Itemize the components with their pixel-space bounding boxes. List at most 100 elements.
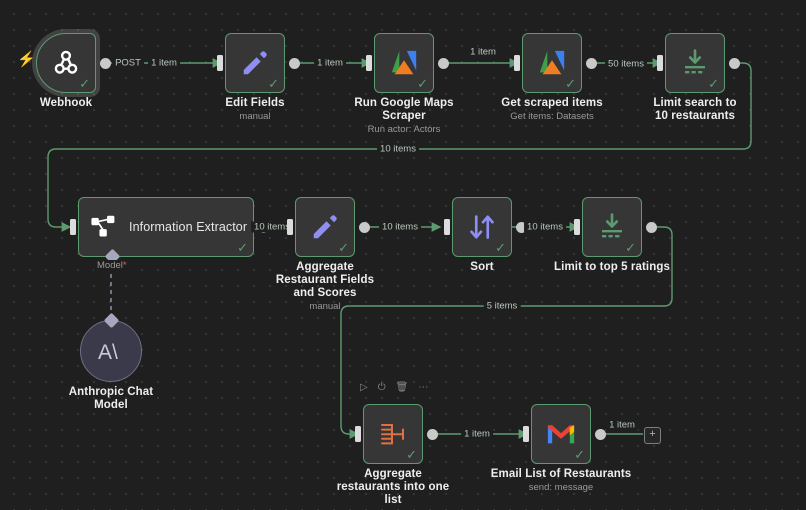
node-caption: Run Google Maps Scraper Run actor: Actor… xyxy=(349,97,459,136)
output-port[interactable] xyxy=(646,221,657,233)
node-limit-to-top-5-ratings-box[interactable]: ✓ xyxy=(574,197,657,257)
node-edit-fields[interactable]: ✓ Edit Fields manual xyxy=(217,33,300,122)
node-get-scraped-items[interactable]: ✓ Get scraped items Get items: Datasets xyxy=(501,33,603,122)
output-port[interactable] xyxy=(100,57,111,69)
output-port[interactable] xyxy=(359,221,370,233)
status-check-icon: ✓ xyxy=(708,76,719,91)
input-port[interactable] xyxy=(657,55,663,71)
output-port[interactable] xyxy=(438,57,449,69)
node-get-scraped-items-box[interactable]: ✓ xyxy=(514,33,597,93)
apify-icon xyxy=(388,48,420,78)
node-run-google-maps-scraper-box[interactable]: ✓ xyxy=(366,33,449,93)
status-check-icon: ✓ xyxy=(338,240,349,255)
connection-label-sort-limit5: 10 items xyxy=(524,221,566,233)
node-edit-fields-box[interactable]: ✓ xyxy=(217,33,300,93)
sub-output-port[interactable] xyxy=(103,312,119,329)
input-port[interactable] xyxy=(287,219,293,235)
node-limit-to-top-5-ratings[interactable]: ✓ Limit to top 5 ratings xyxy=(554,197,670,273)
node-subtitle: manual xyxy=(309,301,341,312)
input-port[interactable] xyxy=(444,219,450,235)
node-caption: Edit Fields manual xyxy=(225,97,284,123)
node-title: Limit search to 10 restaurants xyxy=(653,97,737,122)
node-email-list-of-restaurants-box[interactable]: ✓ xyxy=(523,404,606,464)
node-subtitle: send: message xyxy=(528,482,594,493)
node-sort[interactable]: ✓ Sort xyxy=(444,197,527,273)
node-title: Run Google Maps Scraper xyxy=(354,97,454,122)
status-check-icon: ✓ xyxy=(406,447,417,462)
node-anthropic-chat-model[interactable]: A\ Anthropic Chat Model xyxy=(69,312,153,411)
node-information-extractor[interactable]: Information Extractor ✓ xyxy=(70,197,269,265)
pencil-icon xyxy=(240,48,270,78)
node-run-google-maps-scraper[interactable]: ✓ Run Google Maps Scraper Run actor: Act… xyxy=(354,33,454,135)
input-port[interactable] xyxy=(217,55,223,71)
node-aggregate-restaurants-into-one-list[interactable]: ✓ Aggregate restaurants into one list xyxy=(337,404,449,506)
input-port[interactable] xyxy=(70,219,76,235)
more-options-button[interactable]: ⋯ xyxy=(418,382,429,393)
sub-connection-label: Model xyxy=(94,260,130,271)
pencil-icon xyxy=(310,212,340,242)
status-check-icon: ✓ xyxy=(268,76,279,91)
connection-label-edit-scraper: 1 item xyxy=(314,57,346,69)
status-check-icon: ✓ xyxy=(417,76,428,91)
connection-label-post: POST xyxy=(112,57,144,69)
node-title: Limit to top 5 ratings xyxy=(554,261,670,273)
status-check-icon: ✓ xyxy=(79,76,90,91)
connection-label-email-plus: 1 item xyxy=(606,419,638,431)
node-aggregate-restaurant-fields[interactable]: ✓ Aggregate Restaurant Fields and Scores… xyxy=(276,197,374,312)
node-caption: Aggregate restaurants into one list xyxy=(334,468,452,507)
status-check-icon: ✓ xyxy=(237,240,248,255)
output-port[interactable] xyxy=(427,428,438,440)
node-anthropic-chat-model-box[interactable]: A\ xyxy=(80,312,142,382)
sort-icon xyxy=(467,212,497,242)
node-limit-search-to-10-restaurants[interactable]: ✓ Limit search to 10 restaurants xyxy=(653,33,740,122)
input-port[interactable] xyxy=(514,55,520,71)
connection-label-aggregate-sort: 10 items xyxy=(379,221,421,233)
gmail-icon xyxy=(546,422,576,446)
status-check-icon: ✓ xyxy=(565,76,576,91)
status-check-icon: ✓ xyxy=(574,447,585,462)
node-subtitle: manual xyxy=(239,111,271,122)
node-subtitle: Get items: Datasets xyxy=(510,111,594,122)
node-aggregate-restaurant-fields-box[interactable]: ✓ xyxy=(287,197,370,257)
status-check-icon: ✓ xyxy=(625,240,636,255)
node-title: Webhook xyxy=(39,97,93,109)
node-caption: Get scraped items Get items: Datasets xyxy=(501,97,602,123)
node-aggregate-restaurants-box[interactable]: ✓ xyxy=(355,404,438,464)
input-port[interactable] xyxy=(523,426,529,442)
deactivate-node-button[interactable]: ⏻ xyxy=(377,382,386,393)
connection-label-webhook-edit: 1 item xyxy=(148,57,180,69)
node-caption: Limit search to 10 restaurants xyxy=(647,97,743,123)
connection-label-scraper-getitems: 1 item xyxy=(467,46,499,58)
node-email-list-of-restaurants[interactable]: ✓ Email List of Restaurants send: messag… xyxy=(491,404,631,493)
add-node-button[interactable]: + xyxy=(644,427,661,444)
output-port[interactable] xyxy=(595,428,606,440)
execute-step-button[interactable]: ▷ xyxy=(360,382,368,393)
node-limit-search-box[interactable]: ✓ xyxy=(657,33,740,93)
input-port[interactable] xyxy=(366,55,372,71)
node-caption: Anthropic Chat Model xyxy=(65,386,157,412)
node-title: Sort xyxy=(470,261,494,273)
connection-label-limit5-aggregate2: 5 items xyxy=(483,300,521,312)
output-port[interactable] xyxy=(729,57,740,69)
node-title: Aggregate restaurants into one list xyxy=(336,468,450,506)
input-port[interactable] xyxy=(574,219,580,235)
node-title: Aggregate Restaurant Fields and Scores xyxy=(275,261,375,299)
output-port[interactable] xyxy=(289,57,300,69)
output-port[interactable] xyxy=(516,221,527,233)
input-port[interactable] xyxy=(355,426,361,442)
node-webhook-box[interactable]: ✓ xyxy=(36,33,111,93)
lightning-bolt-icon: ⚡ xyxy=(17,51,36,68)
node-toolbar[interactable]: ▷ ⏻ 🗑 ⋯ xyxy=(360,383,428,393)
node-sort-box[interactable]: ✓ xyxy=(444,197,527,257)
delete-node-button[interactable]: 🗑 xyxy=(395,382,409,393)
node-webhook[interactable]: ✓ Webhook xyxy=(36,33,111,109)
connection-label-extractor-aggregate: 10 items xyxy=(251,221,293,233)
apify-icon xyxy=(536,48,568,78)
node-information-extractor-box[interactable]: Information Extractor ✓ xyxy=(70,197,269,265)
output-port[interactable] xyxy=(586,57,597,69)
connection-label-getitems-limit: 50 items xyxy=(605,58,647,70)
node-subtitle: Run actor: Actors xyxy=(367,124,441,135)
webhook-icon xyxy=(51,48,81,78)
node-title: Anthropic Chat Model xyxy=(68,386,154,411)
